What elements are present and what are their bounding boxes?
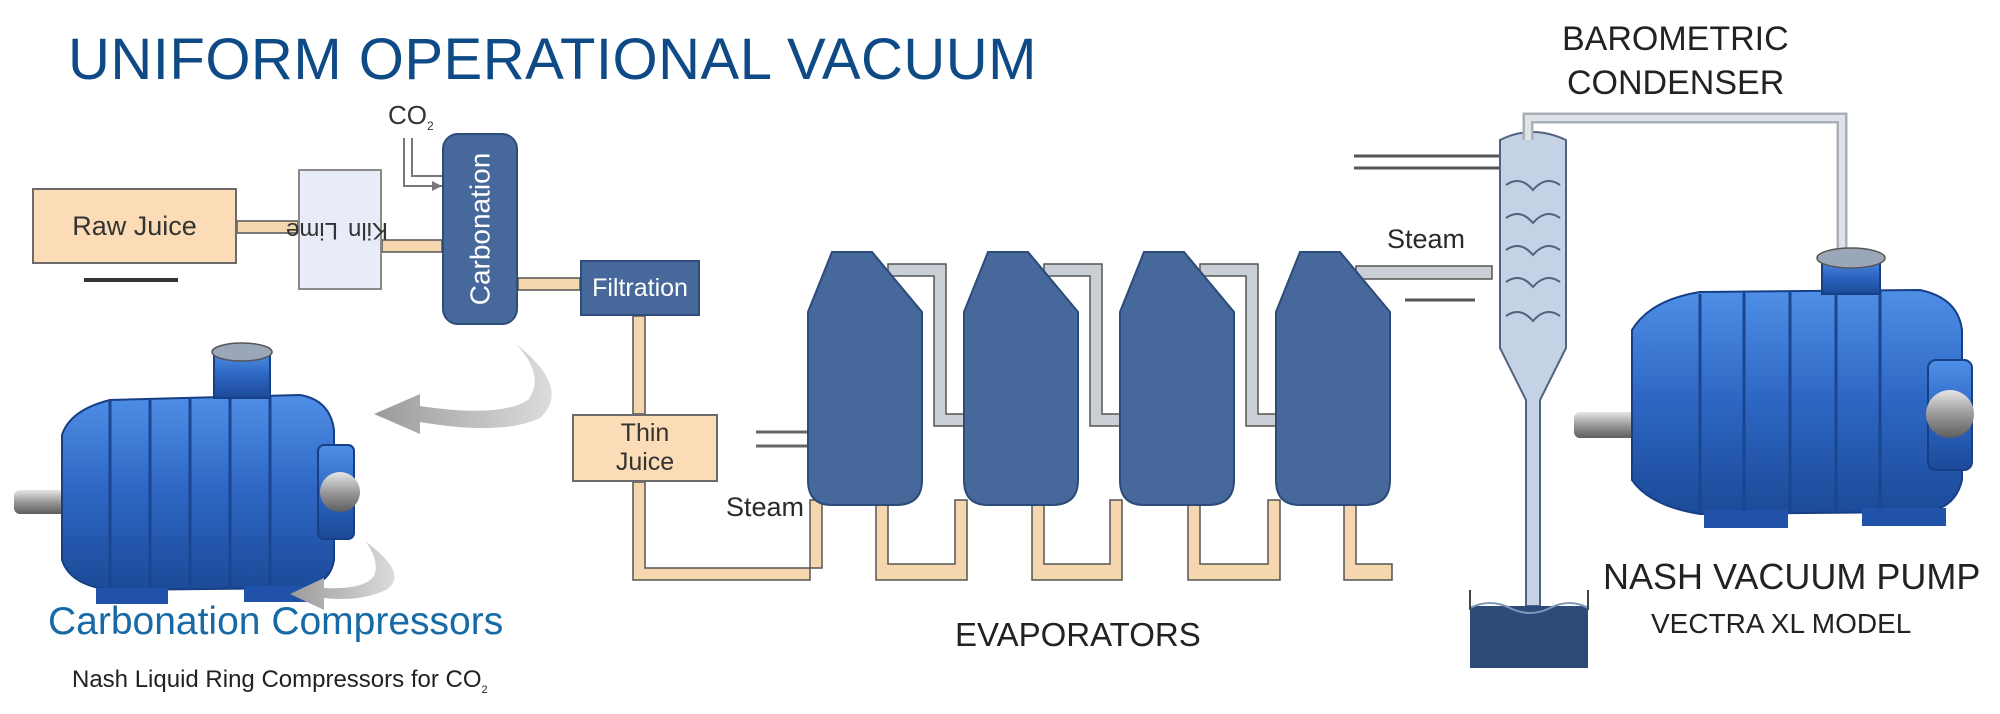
liquid-ring-compressor-icon (14, 342, 360, 604)
filtration-box: Filtration (580, 260, 700, 316)
vacuum-pump-model: VECTRA XL MODEL (1651, 608, 1912, 639)
evaporator-bottom-pipes (875, 499, 1393, 581)
co2-label-main: CO (388, 100, 427, 130)
thin-juice-label-line1: Thin (620, 419, 670, 447)
condenser-water-inlet (1354, 154, 1500, 302)
condenser-label-line1: BAROMETRIC (1562, 20, 1789, 58)
page-title: UNIFORM OPERATIONAL VACUUM (68, 27, 1037, 92)
co2-label: CO2 (388, 100, 434, 133)
feed-pipes (236, 220, 581, 291)
pump-icon (1574, 247, 1974, 528)
thin-juice-label-line2: Juice (615, 448, 675, 476)
carbonation-label: Carbonation (464, 152, 495, 306)
lime-kiln-label: Lime Kiln (286, 203, 388, 255)
compressor-subtitle-subscript: 2 (481, 683, 488, 696)
barometric-condenser (1469, 112, 1848, 668)
co2-inlet-lines (403, 138, 442, 191)
carbonation-vessel: Carbonation (442, 133, 518, 325)
steam-label-condenser: Steam (1387, 224, 1466, 254)
vacuum-pump-title: NASH VACUUM PUMP (1603, 556, 1981, 597)
steam-label-evaporator: Steam (726, 492, 805, 522)
steam-inlet (756, 430, 808, 448)
lime-kiln-label-line1: Lime (285, 216, 339, 244)
raw-juice-box: Raw Juice (32, 188, 237, 264)
evaporators-label: EVAPORATORS (955, 616, 1201, 653)
curved-arrow-icon (290, 344, 552, 610)
evaporator-vessels (807, 251, 1391, 506)
compressor-subtitle-main: Nash Liquid Ring Compressors for CO (72, 666, 482, 693)
co2-label-subscript: 2 (427, 119, 434, 134)
lime-kiln-box: Lime Kiln (286, 169, 388, 290)
compressor-title: Carbonation Compressors (48, 600, 504, 643)
lime-kiln-label-line2: Kiln (347, 216, 389, 244)
compressor-subtitle: Nash Liquid Ring Compressors for CO2 (72, 666, 488, 696)
condenser-label-line2: CONDENSER (1567, 64, 1785, 102)
thin-juice-box: Thin Juice (572, 414, 718, 482)
